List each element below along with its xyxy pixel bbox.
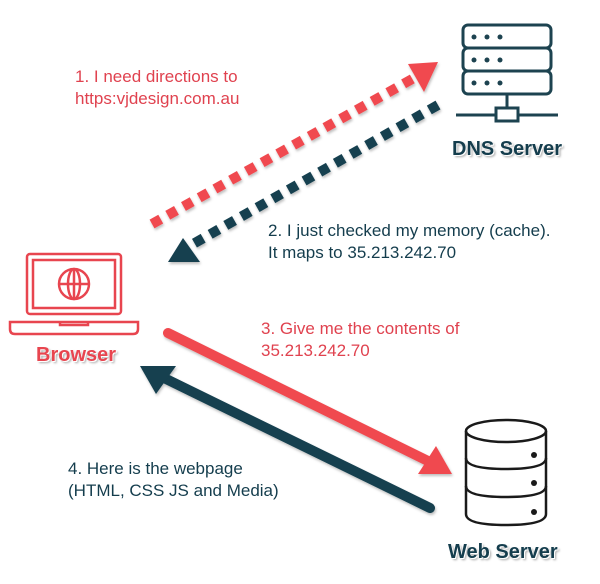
message-step-3: 3. Give me the contents of 35.213.242.70 — [261, 318, 459, 362]
web-server-label: Web Server — [448, 541, 558, 563]
message-line: (HTML, CSS JS and Media) — [68, 481, 279, 500]
server-rack-icon — [456, 23, 558, 123]
message-step-2: 2. I just checked my memory (cache). It … — [268, 220, 550, 264]
message-line: https:vjdesign.com.au — [75, 89, 240, 108]
laptop-globe-icon — [8, 252, 140, 336]
message-line: 35.213.242.70 — [261, 341, 370, 360]
message-line: It maps to 35.213.242.70 — [268, 243, 457, 262]
arrow-step-2 — [168, 100, 441, 262]
message-step-1: 1. I need directions to https:vjdesign.c… — [75, 66, 239, 110]
arrow-step-4 — [140, 366, 435, 513]
message-line: 2. I just checked my memory (cache). — [268, 221, 551, 240]
arrow-step-1 — [149, 62, 438, 229]
browser-label: Browser — [36, 344, 117, 366]
message-line: 4. Here is the webpage — [68, 459, 243, 478]
message-line: 1. I need directions to — [75, 67, 238, 86]
database-icon — [464, 418, 548, 527]
message-step-4: 4. Here is the webpage (HTML, CSS JS and… — [68, 458, 279, 502]
message-line: 3. Give me the contents of — [261, 319, 460, 338]
arrow-step-3 — [163, 328, 452, 474]
dns-server-label: DNS Server — [452, 138, 563, 160]
